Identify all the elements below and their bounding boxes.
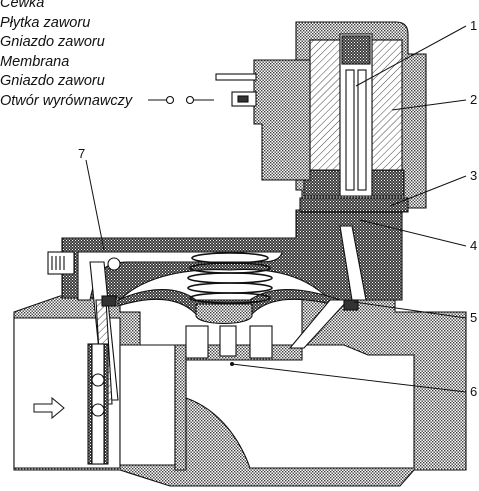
legend-item-5: Gniazdo zaworu [0,73,105,89]
flow-chamber [119,344,176,466]
coil-winding-right [371,39,403,191]
callout-6: 6 [470,384,477,399]
callout-2: 2 [470,92,477,107]
callout-7: 7 [78,146,85,161]
legend-item-3: Gniazdo zaworu [0,34,105,50]
legend-item-6: Otwór wyrównawczy [0,92,133,109]
legend-list: Cewka Płytka zaworu Gniazdo zaworu Membr… [0,0,132,111]
callout-4: 4 [470,238,477,253]
legend-item-1: Cewka [0,0,45,11]
callout-5: 5 [470,310,477,325]
switch-symbol-icon [148,95,214,105]
legend-item-2: Płytka zaworu [0,14,91,31]
leader-lines [85,25,467,393]
membrane-plate [195,303,253,324]
screw [47,251,75,275]
spring [187,252,273,304]
connector-box [253,59,311,181]
coil-winding-left [309,39,341,191]
right-arrow-icon [33,396,65,420]
callout-1: 1 [470,18,477,33]
callout-3: 3 [470,168,477,183]
outlet-channel [185,344,415,469]
legend-item-4: Membrana [0,53,70,70]
